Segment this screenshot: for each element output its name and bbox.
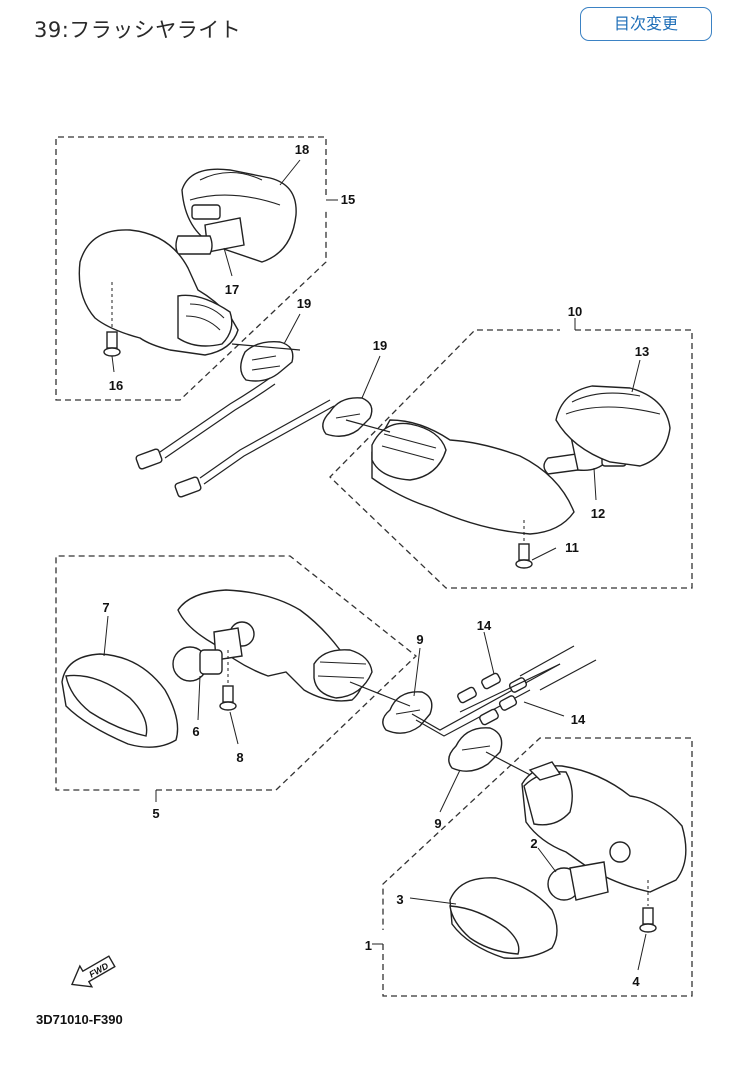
toc-change-button[interactable]: 目次変更 bbox=[580, 7, 712, 41]
drawing-code: 3D71010-F390 bbox=[36, 1012, 123, 1027]
part-label: 12 bbox=[591, 506, 605, 521]
part-label: 7 bbox=[102, 600, 109, 615]
part-label: 6 bbox=[192, 724, 199, 739]
part-label: 1 bbox=[365, 938, 372, 953]
page-title: 39:フラッシヤライト bbox=[34, 18, 242, 42]
part-label: 18 bbox=[295, 142, 309, 157]
assembly-10 bbox=[322, 318, 693, 589]
part-label: 9 bbox=[416, 632, 423, 647]
part-label: 15 bbox=[341, 192, 355, 207]
part-label: 14 bbox=[477, 618, 492, 633]
part-number-labels: 1 2 3 4 5 6 7 8 9 9 10 11 12 13 14 14 15… bbox=[102, 142, 649, 989]
assembly-5 bbox=[55, 555, 417, 802]
part-label: 16 bbox=[109, 378, 123, 393]
header-bar: 39:フラッシヤライト 目次変更 bbox=[0, 0, 752, 60]
part-label: 9 bbox=[434, 816, 441, 831]
part-label: 5 bbox=[152, 806, 159, 821]
leader-lines bbox=[103, 159, 647, 971]
part-label: 11 bbox=[565, 540, 579, 555]
part-label: 13 bbox=[635, 344, 649, 359]
part-label: 10 bbox=[568, 304, 582, 319]
assembly-1 bbox=[372, 727, 693, 997]
part-label: 4 bbox=[632, 974, 640, 989]
part-label: 17 bbox=[225, 282, 239, 297]
fwd-arrow-icon: FWD bbox=[70, 955, 116, 988]
assembly-15 bbox=[55, 136, 338, 401]
part-label: 19 bbox=[373, 338, 387, 353]
part-label: 2 bbox=[530, 836, 537, 851]
part-label: 3 bbox=[396, 892, 403, 907]
part-label: 14 bbox=[571, 712, 586, 727]
part-label: 8 bbox=[236, 750, 243, 765]
part-label: 19 bbox=[297, 296, 311, 311]
